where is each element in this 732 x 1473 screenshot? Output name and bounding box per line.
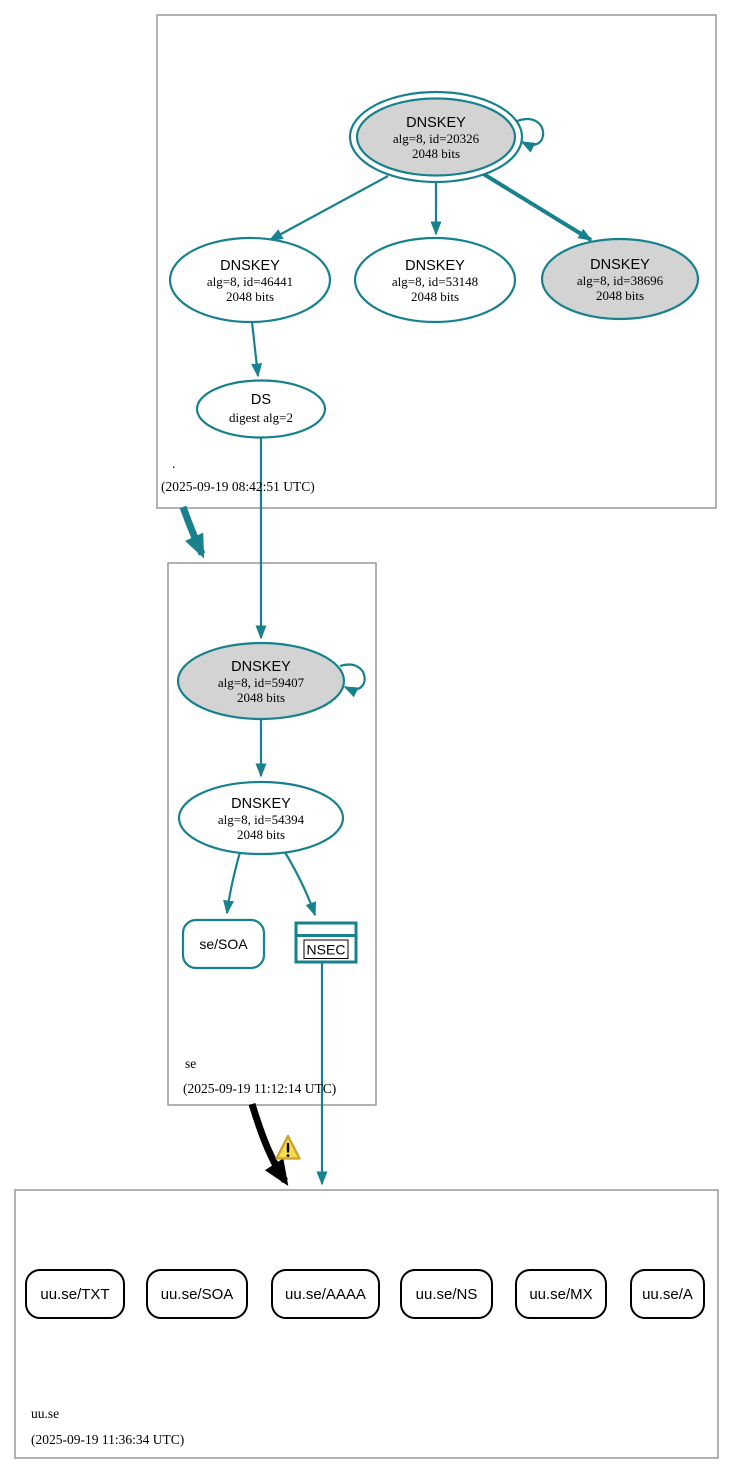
ksk-size: 2048 bits [596,288,644,303]
warning-icon [275,1134,301,1160]
edge-zsk-46441-to-ds [250,321,263,378]
record-label: uu.se/AAAA [285,1286,366,1303]
se-zsk-params: alg=8, id=54394 [218,812,305,827]
root-ksk-type: DNSKEY [406,115,466,131]
uu-se-zone-label: uu.se [31,1406,59,1421]
ksk-ellipse [540,237,700,321]
record-rect [400,1269,493,1319]
ksk-ellipse [176,641,346,721]
zone-box-uu-se [14,1189,719,1459]
se-ksk-params: alg=8, id=59407 [218,675,305,690]
node-root-ksk-38696: DNSKEY alg=8, id=38696 2048 bits [540,237,700,321]
edge-insecure-delegation-se-to-uu-se [248,1102,289,1187]
zsk-size: 2048 bits [226,289,274,304]
root-ksk-size: 2048 bits [412,146,460,161]
node-root-zsk-53148: DNSKEY alg=8, id=53148 2048 bits [353,236,517,324]
zsk-size: 2048 bits [411,289,459,304]
uu-se-zone-timestamp: (2025-09-19 11:36:34 UTC) [31,1432,184,1447]
record-rect [25,1269,125,1319]
zsk-ellipse [353,236,517,324]
ds-ellipse [195,379,327,439]
soa-label: se/SOA [199,936,248,952]
record-rect [515,1269,607,1319]
record-label: uu.se/NS [416,1286,478,1303]
edge-se-zsk-to-soa [223,851,242,915]
nsec-label: NSEC [307,942,346,958]
record-label: uu.se/MX [529,1286,592,1303]
record-rect [146,1269,248,1319]
record-label: uu.se/A [642,1286,693,1303]
edge-se-ksk-selfsign-loop [339,663,366,698]
record-rect [271,1269,380,1319]
ksk-inner-ring [355,97,517,177]
ksk-params: alg=8, id=38696 [577,273,664,288]
node-nsec: NSEC [294,921,358,964]
edge-secure-delegation-root-to-se [179,505,206,559]
ds-type: DS [251,392,271,408]
warning-exclamation-dot [286,1154,290,1157]
node-se-soa: se/SOA [181,918,266,970]
root-ksk-params: alg=8, id=20326 [393,131,480,146]
zsk-ellipse [168,236,332,324]
root-zone-label: . [172,456,175,471]
node-uu-se-a: uu.se/A [630,1269,705,1319]
se-zsk-size: 2048 bits [237,827,285,842]
node-uu-se-soa: uu.se/SOA [146,1269,248,1319]
se-zone-label: se [185,1056,196,1071]
nsec-inner-rect [303,939,349,959]
zsk-type: DNSKEY [220,258,280,274]
node-uu-se-mx: uu.se/MX [515,1269,607,1319]
record-label: uu.se/SOA [161,1286,234,1303]
node-ds: DS digest alg=2 [195,379,327,439]
edge-root-ksk-to-zsk-46441 [268,175,389,241]
zsk-ellipse [177,780,345,856]
node-root-ksk-20326: DNSKEY alg=8, id=20326 2048 bits [348,90,524,184]
node-se-zsk-54394: DNSKEY alg=8, id=54394 2048 bits [177,780,345,856]
record-label: uu.se/TXT [40,1286,109,1303]
edge-root-ksk-to-ksk-38696 [475,168,593,242]
zsk-params: alg=8, id=53148 [392,274,478,289]
edge-root-ksk-selfsign-loop [516,118,545,153]
node-se-ksk-59407: DNSKEY alg=8, id=59407 2048 bits [176,641,346,721]
ds-params: digest alg=2 [229,410,293,425]
record-rect [630,1269,705,1319]
root-zone-timestamp: (2025-09-19 08:42:51 UTC) [161,479,315,494]
zsk-type: DNSKEY [405,258,465,274]
se-ksk-size: 2048 bits [237,690,285,705]
node-uu-se-txt: uu.se/TXT [25,1269,125,1319]
node-root-zsk-46441: DNSKEY alg=8, id=46441 2048 bits [168,236,332,324]
edge-se-zsk-to-nsec [282,848,317,917]
ksk-type: DNSKEY [590,257,650,273]
soa-rect [181,918,266,970]
se-zone-timestamp: (2025-09-19 11:12:14 UTC) [183,1081,336,1096]
zsk-params: alg=8, id=46441 [207,274,293,289]
se-zsk-type: DNSKEY [231,796,291,812]
se-ksk-type: DNSKEY [231,659,291,675]
node-uu-se-ns: uu.se/NS [400,1269,493,1319]
node-uu-se-aaaa: uu.se/AAAA [271,1269,380,1319]
